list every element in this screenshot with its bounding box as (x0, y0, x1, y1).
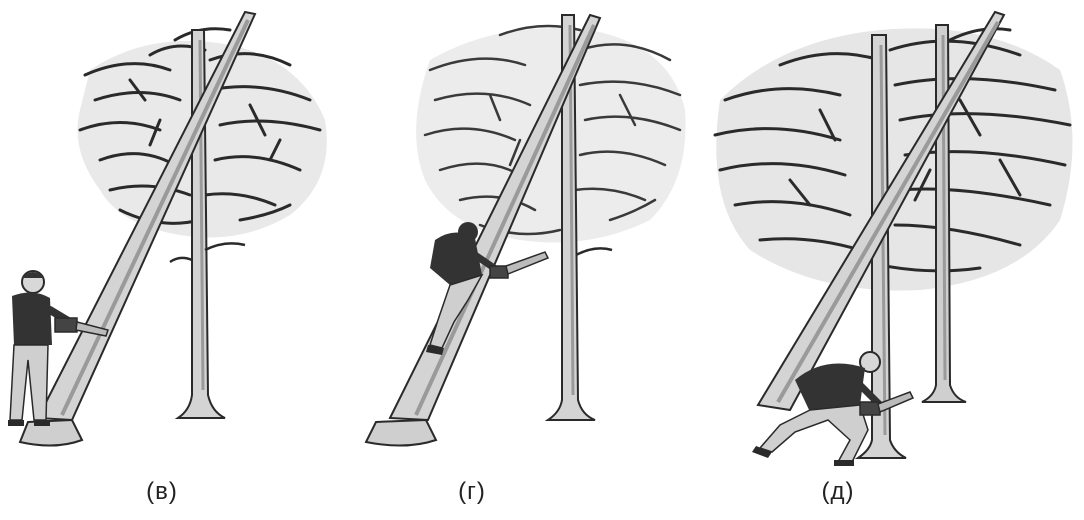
caption-v: (в) (122, 478, 202, 506)
panel-g-drawing (350, 0, 700, 470)
stump (366, 420, 436, 446)
panel-d: (д) (700, 0, 1084, 520)
panel-v-drawing (0, 0, 340, 470)
caption-g: (г) (432, 478, 512, 506)
panel-d-drawing (700, 0, 1084, 470)
caption-d: (д) (798, 478, 878, 506)
panel-g: (г) (350, 0, 700, 520)
canopy-background (716, 28, 1072, 290)
stump (20, 420, 82, 446)
panel-v: (в) (0, 0, 340, 520)
